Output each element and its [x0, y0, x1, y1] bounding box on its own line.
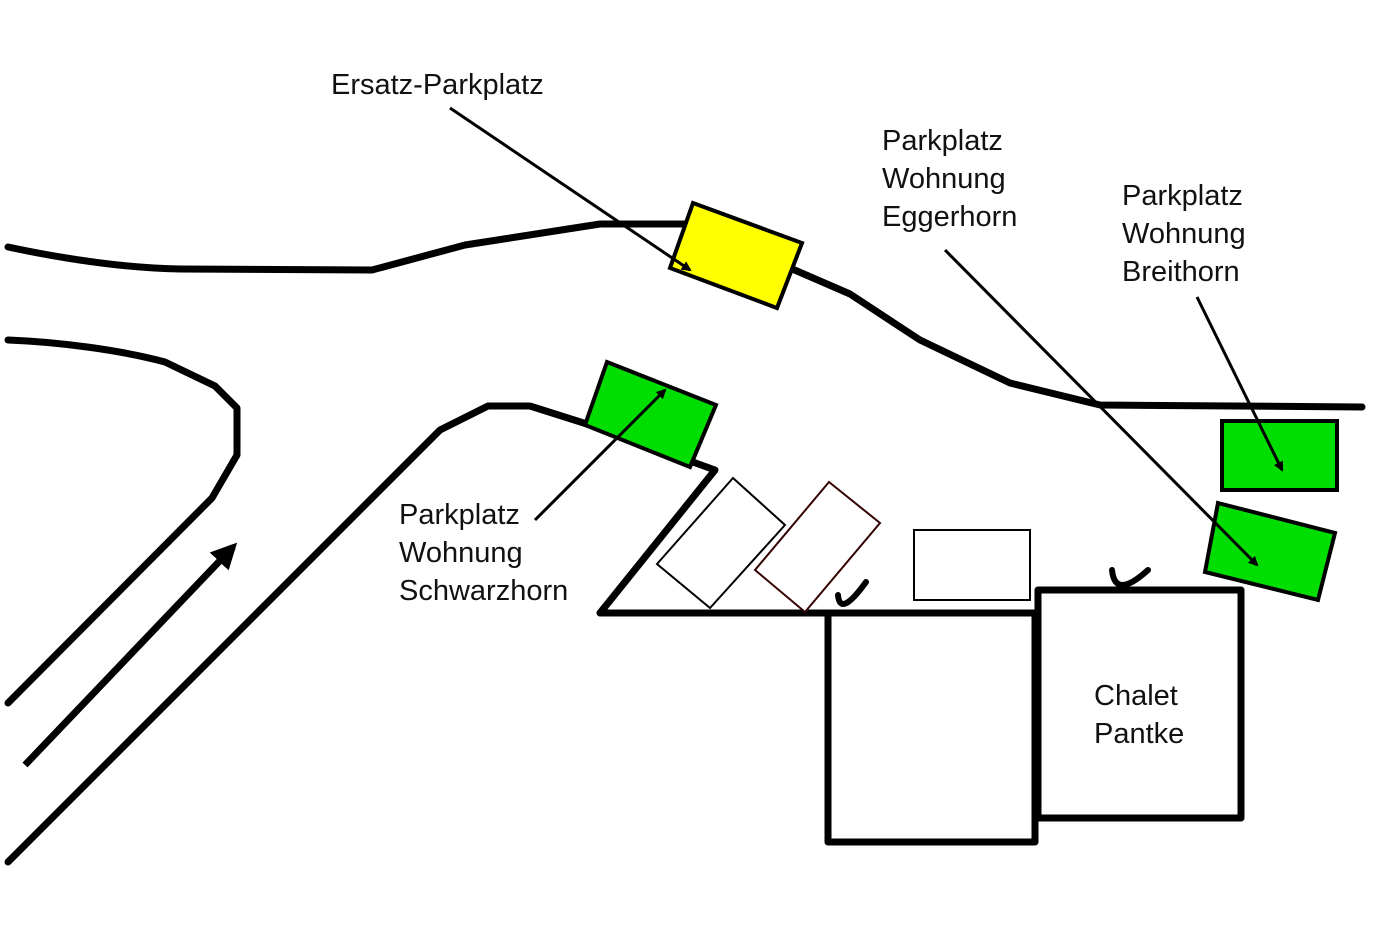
label-eggerhorn: Parkplatz Wohnung Eggerhorn	[882, 122, 1017, 236]
label-line: Breithorn	[1122, 256, 1240, 288]
label-line: Schwarzhorn	[399, 575, 569, 607]
label-line: Chalet	[1094, 680, 1178, 712]
label-line: Parkplatz	[882, 125, 1003, 157]
building-left	[824, 609, 1039, 846]
road-top	[4, 220, 1366, 411]
parking-spot-other	[655, 476, 787, 610]
label-line: Ersatz-Parkplatz	[331, 69, 544, 101]
pointer-schwarzhorn	[533, 388, 667, 522]
label-breithorn: Parkplatz Wohnung Breithorn	[1122, 177, 1246, 291]
label-ersatz-parkplatz: Ersatz-Parkplatz	[331, 66, 544, 104]
replacement-parking-spot	[667, 200, 805, 311]
parking-spot-other	[913, 529, 1031, 601]
door-arc-icon	[835, 579, 869, 607]
parking-spot-breithorn	[1220, 419, 1339, 492]
label-line: Eggerhorn	[882, 201, 1018, 233]
label-line: Wohnung	[399, 537, 523, 569]
label-line: Wohnung	[882, 163, 1006, 195]
label-line: Parkplatz	[1122, 180, 1243, 212]
label-line: Parkplatz	[399, 499, 520, 531]
building-chalet-pantke	[1034, 586, 1245, 822]
label-line: Pantke	[1094, 718, 1185, 750]
direction-arrow	[22, 542, 238, 768]
parking-spot-eggerhorn	[1202, 500, 1338, 603]
pointer-breithorn	[1195, 296, 1284, 472]
parking-spot-schwarzhorn	[582, 359, 719, 470]
label-chalet-pantke: Chalet Pantke	[1094, 677, 1184, 753]
road-left-curve	[4, 336, 241, 707]
pointer-eggerhorn	[943, 248, 1259, 567]
parking-spot-other	[753, 480, 882, 614]
road-lower	[4, 402, 1039, 866]
label-schwarzhorn: Parkplatz Wohnung Schwarzhorn	[399, 496, 568, 610]
pointer-ersatz	[449, 106, 692, 272]
label-line: Wohnung	[1122, 218, 1246, 250]
door-arc-icon	[1109, 567, 1151, 588]
